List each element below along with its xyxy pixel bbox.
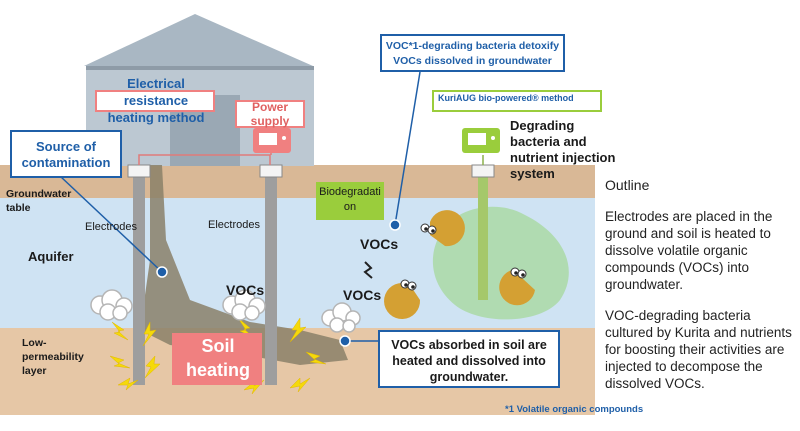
outline-paragraph-2: VOC-degrading bacteria cultured by Kurit… <box>605 308 792 391</box>
vocs-upper-right-label: VOCs <box>360 236 399 252</box>
dissolution-squiggle <box>363 261 373 279</box>
biodegradation-box <box>316 182 384 220</box>
vocs-absorbed-label: VOCs absorbed in soil are heated and dis… <box>391 338 547 384</box>
electrodes-mid-label: Electrodes <box>208 219 260 231</box>
contamination-plume <box>140 165 348 365</box>
biodegradation-zone <box>432 206 569 320</box>
vocs-lower-right-label: VOCs <box>343 287 382 303</box>
groundwater-table-label: Groundwater table <box>6 188 72 214</box>
electrical-heating-label: Electrical resistance heating method <box>107 76 205 125</box>
source-contamination-label: Source of contamination <box>21 139 111 170</box>
power-wire <box>138 154 271 165</box>
power-supply-box <box>235 100 305 128</box>
bacteria-icon <box>384 279 421 319</box>
bacteria-leader-line <box>394 71 421 226</box>
electrodes-left-label: Electrodes <box>85 221 137 233</box>
low-permeability-label: Low-permeability layer <box>22 337 84 377</box>
power-supply-icon <box>253 128 291 153</box>
vocs-absorbed-callout: VOCs absorbed in soil are heated and dis… <box>378 330 560 388</box>
voc-bacteria-callout: VOC*1-degrading bacteria detoxify VOCs d… <box>380 34 565 72</box>
soil-heating-box <box>172 333 262 385</box>
soil-heating-label: Soil heating <box>185 336 250 380</box>
footnote: *1 Volatile organic compounds <box>505 404 644 415</box>
vocs-mid-label: VOCs <box>226 282 265 298</box>
bacteria-icon <box>499 267 535 306</box>
injection-system-icon <box>462 128 500 153</box>
outline-title: Outline <box>605 177 650 193</box>
degrading-system-label: Degrading bacteria and nutrient injectio… <box>510 118 616 181</box>
outline-paragraph-1: Electrodes are placed in the ground and … <box>605 209 773 292</box>
electrode-left <box>127 164 151 385</box>
power-supply-label: Power supply <box>250 100 290 128</box>
biodegradation-label: Biodegradation <box>319 186 381 213</box>
voc-bacteria-label: VOC*1-degrading bacteria detoxify VOCs d… <box>385 40 560 67</box>
source-contamination-callout: Source of contamination <box>10 130 122 178</box>
kuriaug-box <box>432 90 602 112</box>
source-leader-line <box>59 175 163 273</box>
electrical-heating-box <box>95 90 215 112</box>
vapor-cloud-icon <box>90 289 361 333</box>
electrode-middle <box>259 164 283 385</box>
bacteria-icon <box>420 210 465 247</box>
kuriaug-label: KuriAUG bio-powered® method <box>438 93 574 103</box>
aquifer-label: Aquifer <box>28 249 74 264</box>
